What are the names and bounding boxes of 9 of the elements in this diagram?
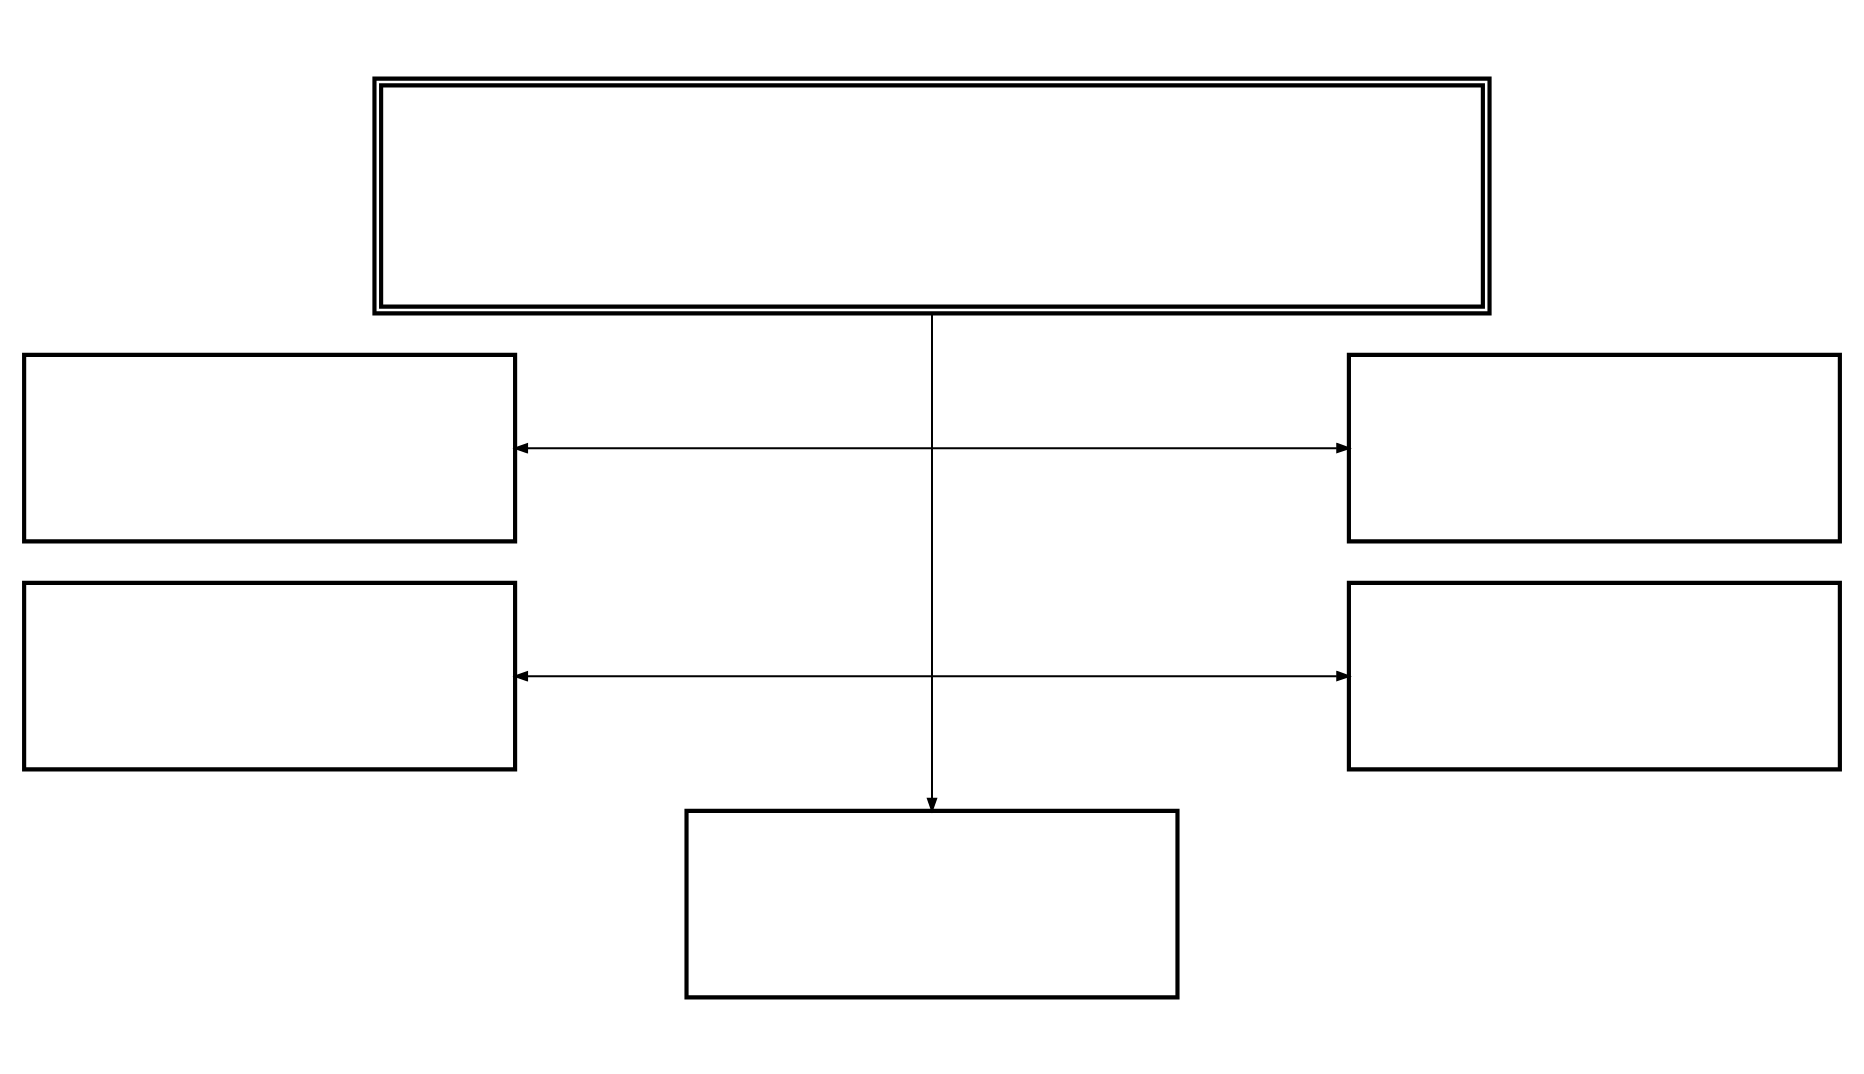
node-box (684, 807, 1180, 999)
node-box (372, 75, 1492, 315)
arrow (512, 669, 1352, 681)
arrow (512, 441, 1352, 453)
node-box (1346, 351, 1842, 543)
node-box (22, 351, 518, 543)
node-box (1346, 579, 1842, 771)
arrow (926, 311, 938, 813)
node-box (22, 579, 518, 771)
